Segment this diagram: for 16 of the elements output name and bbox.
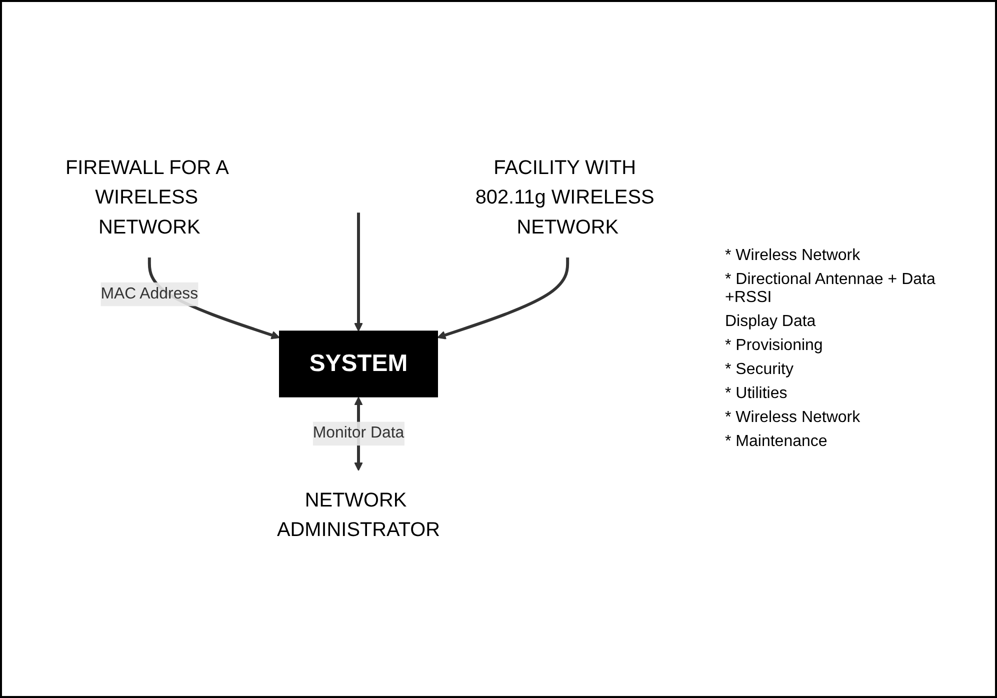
note-text: * Maintenance bbox=[725, 433, 828, 451]
note-text: * Wireless Network bbox=[725, 409, 862, 427]
node-text: NETWORK ADMINISTRATOR bbox=[276, 489, 440, 542]
arrow bbox=[354, 212, 363, 332]
note-text: * Security bbox=[725, 361, 794, 379]
note-text: * Utilities bbox=[725, 385, 788, 403]
arrow bbox=[437, 257, 570, 340]
edge-label: MAC Address bbox=[100, 285, 198, 302]
note-text: * Wireless Network bbox=[725, 247, 862, 265]
edge-label: Monitor Data bbox=[312, 424, 404, 442]
note-text: Display Data bbox=[725, 313, 817, 331]
note-text: * Provisioning bbox=[725, 337, 824, 355]
node-text: FIREWALL FOR A WIRELESS NETWORK bbox=[65, 156, 228, 238]
note-text: * Directional Antennae + Data +RSSI bbox=[725, 271, 936, 307]
node-box: SYSTEM bbox=[279, 330, 438, 398]
node-text: FACILITY WITH 802.11g WIRELESS NETWORK bbox=[475, 156, 654, 238]
